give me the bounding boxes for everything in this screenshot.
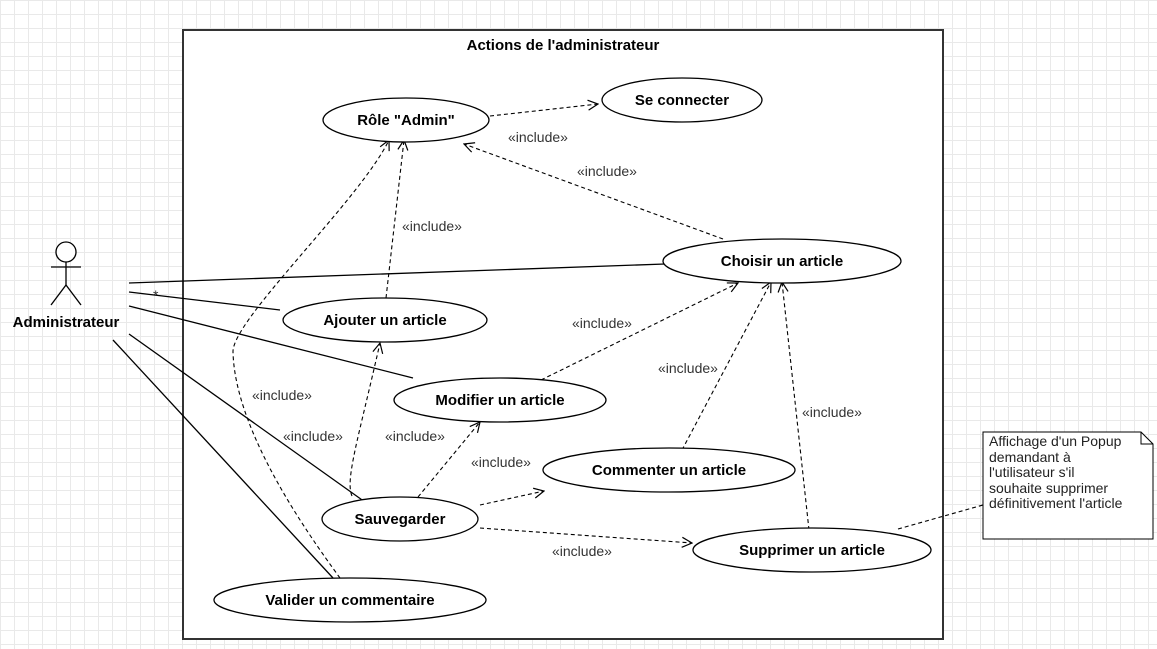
include-label: «include»	[658, 360, 718, 376]
use-case-commenter-article[interactable]: Commenter un article	[542, 447, 796, 493]
system-title: Actions de l'administrateur	[467, 37, 660, 54]
use-case-choisir-article[interactable]: Choisir un article	[662, 238, 902, 284]
note-text: Affichage d'un Popup demandant à l'utili…	[983, 432, 1153, 539]
use-case-label: Choisir un article	[721, 253, 844, 270]
include-sauvegarder-supprimer	[479, 527, 692, 543]
note-box	[982, 431, 1154, 540]
assoc-modifier	[128, 305, 414, 379]
use-case-role-admin[interactable]: Rôle "Admin"	[322, 97, 490, 143]
actor-figure	[50, 241, 82, 306]
include-choisir-role	[464, 144, 724, 240]
use-case-label: Se connecter	[635, 92, 729, 109]
include-sauvegarder-modifier	[417, 422, 480, 498]
associations	[112, 263, 666, 579]
use-case-se-connecter[interactable]: Se connecter	[601, 77, 763, 123]
include-ajouter-role	[385, 140, 404, 299]
include-label: «include»	[283, 428, 343, 444]
include-modifier-choisir	[540, 283, 738, 381]
actor-name: Administrateur	[13, 314, 120, 331]
use-case-supprimer-article[interactable]: Supprimer un article	[692, 527, 932, 573]
use-case-modifier-article[interactable]: Modifier un article	[393, 377, 607, 423]
include-label: «include»	[385, 428, 445, 444]
note-line: demandant à	[989, 448, 1071, 465]
include-label: «include»	[577, 163, 637, 179]
use-case-label: Sauvegarder	[355, 511, 446, 528]
include-label: «include»	[572, 315, 632, 331]
include-label: «include»	[552, 543, 612, 559]
use-case-label: Supprimer un article	[739, 542, 885, 559]
note-anchor	[897, 504, 984, 530]
use-case-label: Ajouter un article	[323, 312, 446, 329]
note-line: Affichage d'un Popup	[989, 433, 1122, 449]
assoc-valider	[112, 339, 334, 579]
use-case-label: Modifier un article	[435, 392, 564, 409]
include-label: «include»	[802, 404, 862, 420]
use-case-label: Commenter un article	[592, 462, 746, 479]
assoc-choisir	[128, 263, 666, 284]
use-case-label: Rôle "Admin"	[357, 112, 455, 129]
include-label: «include»	[471, 454, 531, 470]
use-case-valider-commentaire[interactable]: Valider un commentaire	[213, 577, 487, 623]
note-fold	[1140, 432, 1153, 445]
include-label: «include»	[252, 387, 312, 403]
note-line: l'utilisateur s'il	[989, 464, 1075, 480]
include-commenter-choisir	[681, 282, 771, 451]
include-valider-role	[232, 140, 389, 579]
assoc-ajouter	[128, 291, 281, 311]
assoc-sauvegarder	[128, 333, 373, 508]
use-case-label: Valider un commentaire	[265, 592, 434, 609]
note-line: définitivement l'article	[989, 495, 1123, 511]
include-label: «include»	[402, 218, 462, 234]
include-sauvegarder-commenter	[479, 491, 544, 506]
use-case-sauvegarder[interactable]: Sauvegarder	[321, 496, 479, 542]
note-line: souhaite supprimer	[989, 479, 1109, 496]
include-label: «include»	[508, 129, 568, 145]
use-case-ajouter-article[interactable]: Ajouter un article	[282, 297, 488, 343]
